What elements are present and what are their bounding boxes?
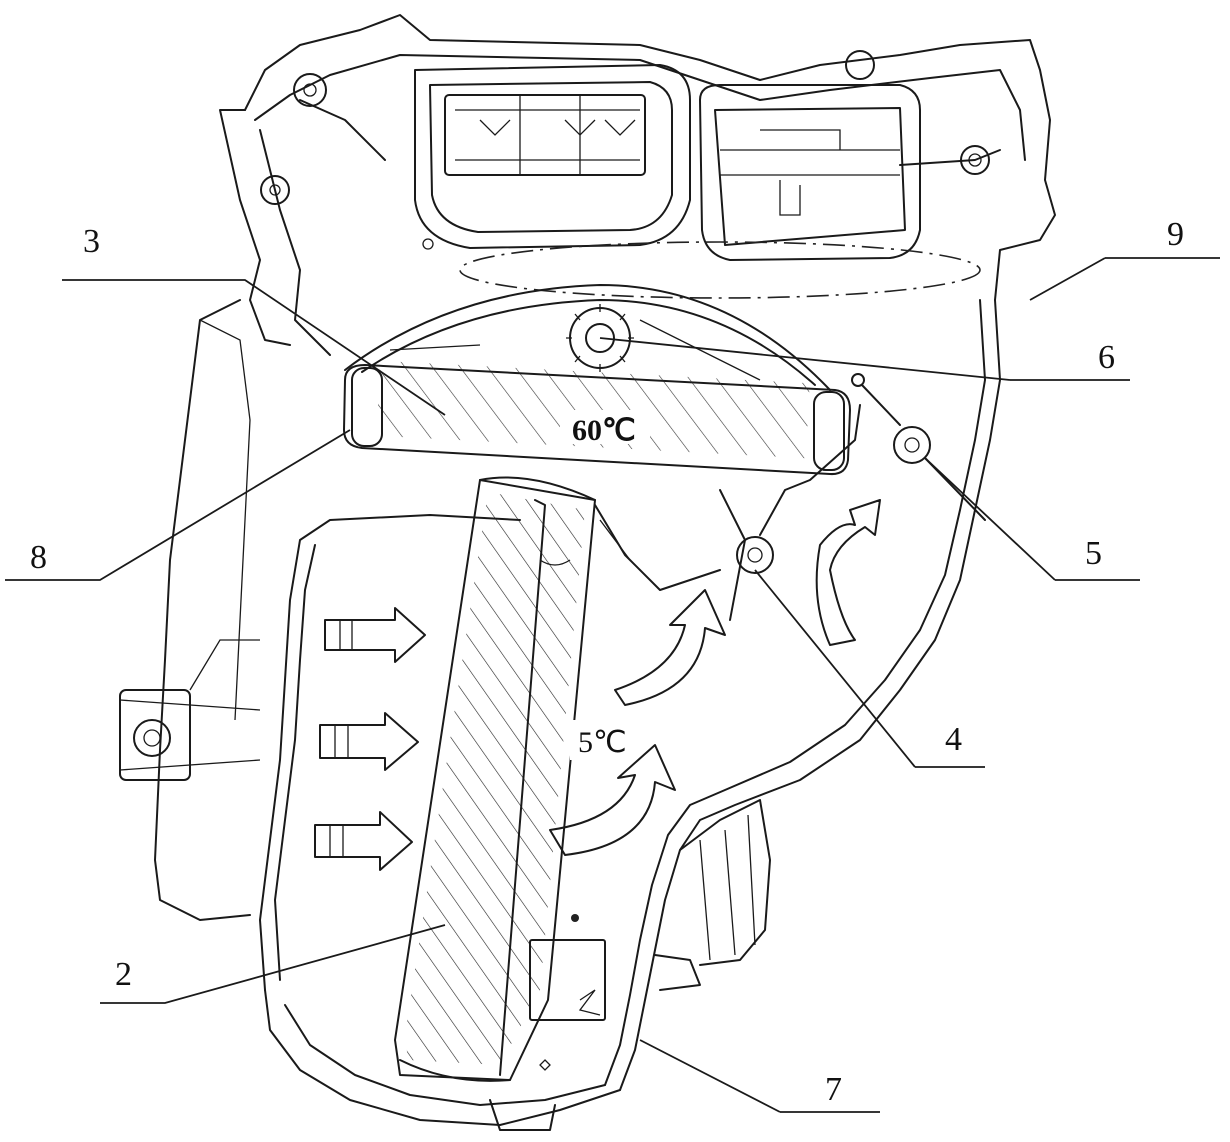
label-9: 9 — [1167, 216, 1184, 253]
label-2: 2 — [115, 956, 132, 993]
blend-door-panel — [594, 504, 721, 591]
label-6: 6 — [1098, 339, 1115, 376]
housing — [119, 14, 1056, 1126]
curved-arrows — [549, 499, 881, 856]
label-5: 5 — [1085, 535, 1102, 572]
top-vent-left — [414, 64, 691, 249]
label-7: 7 — [825, 1071, 842, 1108]
blend-door — [719, 404, 861, 621]
defrost-door — [851, 373, 986, 521]
hot-temperature-label: 60℃ — [572, 414, 636, 447]
curved-arrow-cold-lower — [549, 744, 676, 856]
filter-access-cover — [529, 939, 606, 1021]
callout-lines — [5, 257, 1220, 1113]
top-vent-right — [699, 84, 921, 261]
inlet-arrow-2 — [319, 712, 419, 771]
mode-door-dome — [344, 284, 831, 391]
cold-temperature-label: 5℃ — [578, 726, 627, 759]
dashed-airflow-zone — [459, 241, 981, 299]
inlet-arrow-3 — [314, 811, 413, 871]
top-left-linkage — [260, 50, 1001, 250]
evaporator — [394, 476, 645, 1082]
label-4: 4 — [945, 721, 962, 758]
curved-arrow-cold-upper — [614, 589, 726, 706]
heater-core — [343, 360, 851, 476]
label-8: 8 — [30, 539, 47, 576]
inlet-arrow-1 — [324, 607, 426, 663]
curved-arrow-bypass — [815, 499, 881, 646]
inlet-arrows — [314, 607, 426, 871]
label-3: 3 — [83, 223, 100, 260]
